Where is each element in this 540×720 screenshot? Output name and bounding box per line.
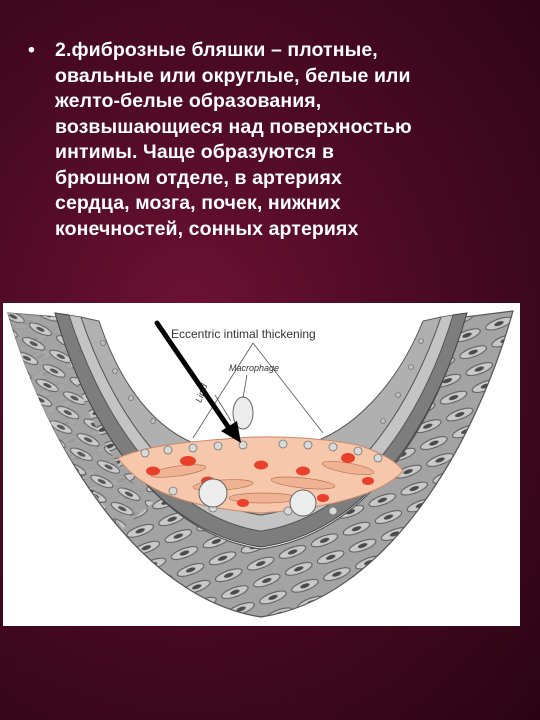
label-eccentric-thickening: Eccentric intimal thickening (171, 327, 316, 341)
bullet-text: 2.фиброзные бляшки – плотные, овальные и… (55, 39, 412, 240)
artery-plaque-illustration: Eccentric intimal thickening Macrophage … (3, 303, 520, 626)
slide-text-block: • 2.фиброзные бляшки – плотные, овальные… (28, 38, 508, 242)
arrow-pointer (154, 320, 241, 443)
bullet-marker: • (28, 39, 35, 61)
label-macrophage: Macrophage (229, 363, 279, 373)
